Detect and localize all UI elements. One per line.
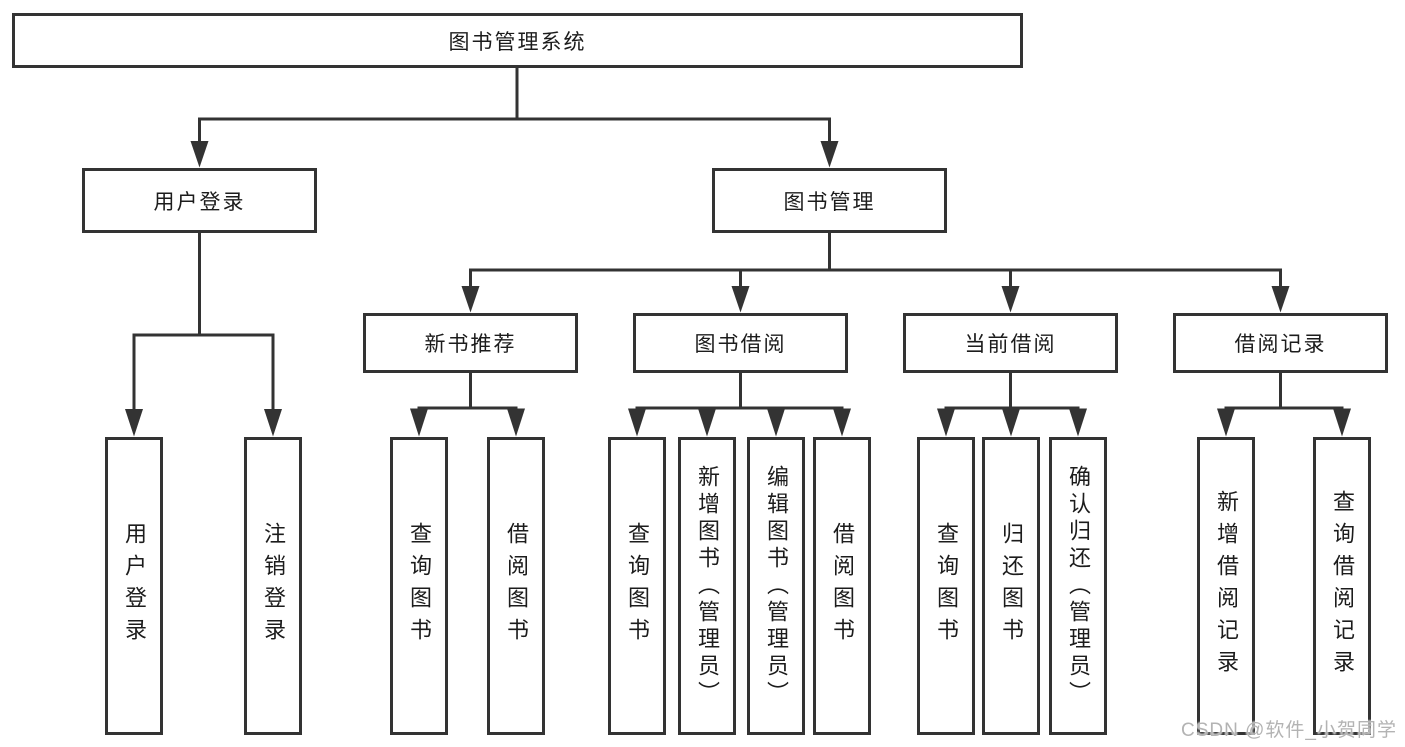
leaf-add-borrow-record: 新增借阅记录 xyxy=(1197,437,1255,735)
leaf-query-book-1-label: 查询图书 xyxy=(407,522,432,650)
leaf-user-login: 用户登录 xyxy=(105,437,163,735)
leaf-user-login-label: 用户登录 xyxy=(122,522,147,650)
node-root: 图书管理系统 xyxy=(12,13,1023,68)
node-current-borrow-label: 当前借阅 xyxy=(964,333,1057,356)
leaf-edit-book-admin-label: 编辑图书（管理员） xyxy=(764,464,789,708)
node-book-borrow-label: 图书借阅 xyxy=(694,333,787,356)
leaf-query-book-3: 查询图书 xyxy=(917,437,975,735)
leaf-add-borrow-record-label: 新增借阅记录 xyxy=(1214,490,1239,682)
leaf-logout-login: 注销登录 xyxy=(244,437,302,735)
leaf-query-book-2-label: 查询图书 xyxy=(625,522,650,650)
node-user-login: 用户登录 xyxy=(82,168,317,233)
node-current-borrow: 当前借阅 xyxy=(903,313,1118,373)
node-book-manage-label: 图书管理 xyxy=(783,190,876,214)
leaf-edit-book-admin: 编辑图书（管理员） xyxy=(747,437,805,735)
leaf-query-book-1: 查询图书 xyxy=(390,437,448,735)
leaf-add-book-admin-label: 新增图书（管理员） xyxy=(695,464,720,708)
leaf-logout-login-label: 注销登录 xyxy=(261,522,286,650)
leaf-return-book: 归还图书 xyxy=(982,437,1040,735)
node-book-borrow: 图书借阅 xyxy=(633,313,848,373)
leaf-return-book-label: 归还图书 xyxy=(999,522,1024,650)
watermark: CSDN @软件_小贺同学 xyxy=(1181,720,1397,741)
leaf-confirm-return-admin-label: 确认归还（管理员） xyxy=(1066,464,1091,708)
node-new-book-recommend: 新书推荐 xyxy=(363,313,578,373)
node-user-login-label: 用户登录 xyxy=(153,190,246,214)
leaf-borrow-book-1: 借阅图书 xyxy=(487,437,545,735)
leaf-add-book-admin: 新增图书（管理员） xyxy=(678,437,736,735)
leaf-query-borrow-record-label: 查询借阅记录 xyxy=(1330,490,1355,682)
node-borrow-record: 借阅记录 xyxy=(1173,313,1388,373)
leaf-query-book-3-label: 查询图书 xyxy=(934,522,959,650)
leaf-query-borrow-record: 查询借阅记录 xyxy=(1313,437,1371,735)
leaf-confirm-return-admin: 确认归还（管理员） xyxy=(1049,437,1107,735)
node-root-label: 图书管理系统 xyxy=(448,30,587,54)
node-borrow-record-label: 借阅记录 xyxy=(1234,333,1327,356)
leaf-borrow-book-2-label: 借阅图书 xyxy=(830,522,855,650)
node-book-manage: 图书管理 xyxy=(712,168,947,233)
node-new-book-recommend-label: 新书推荐 xyxy=(424,333,517,356)
leaf-borrow-book-2: 借阅图书 xyxy=(813,437,871,735)
leaf-borrow-book-1-label: 借阅图书 xyxy=(504,522,529,650)
leaf-query-book-2: 查询图书 xyxy=(608,437,666,735)
